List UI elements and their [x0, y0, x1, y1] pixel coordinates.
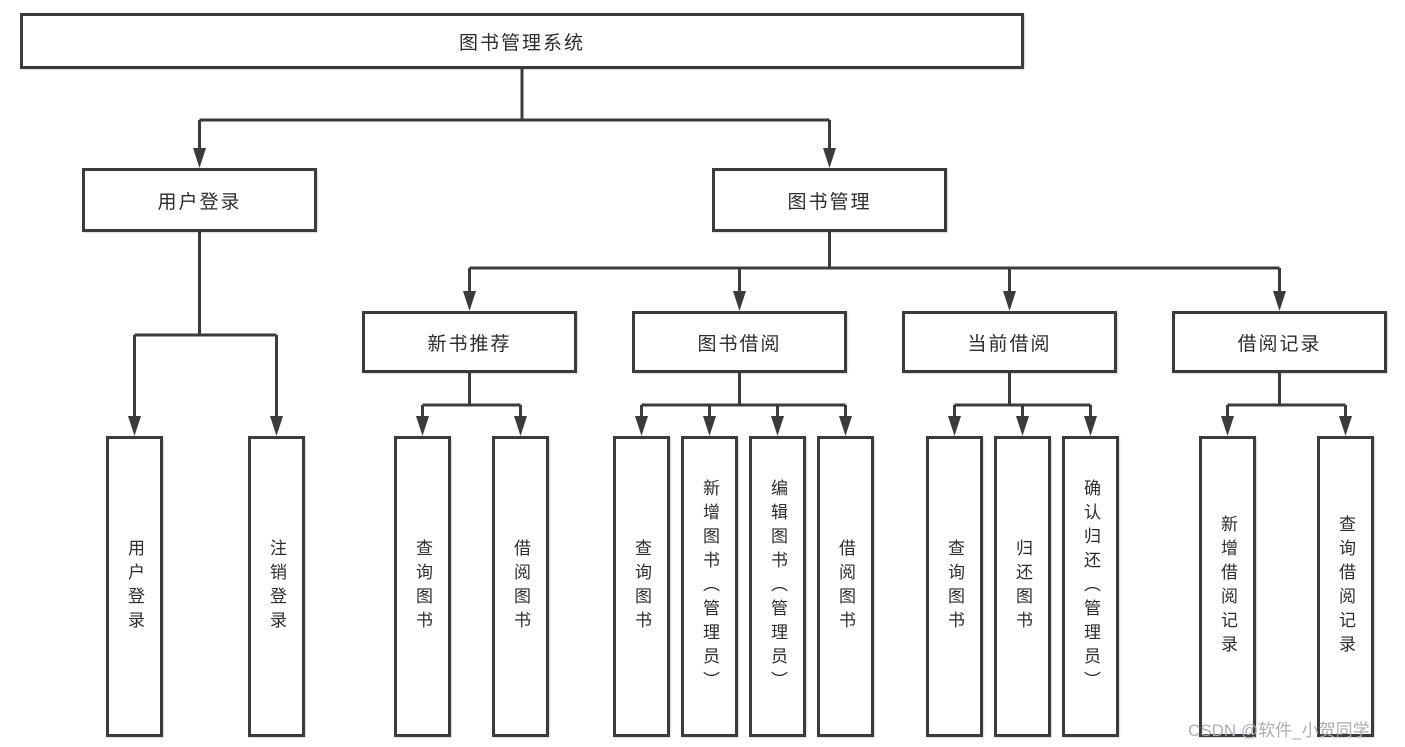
node-user-login-label: 用户登录 — [157, 191, 242, 213]
node-book-borrow: 图书借阅 — [632, 311, 847, 373]
watermark: CSDN @软件_小贺同学 — [1188, 721, 1370, 740]
leaf-query-book-recommend: 查询图书 — [394, 436, 451, 737]
leaf-return-book: 归还图书 — [994, 436, 1051, 737]
leaf-logout-label: 注销登录 — [267, 538, 286, 635]
leaf-query-book-borrow-label: 查询图书 — [632, 538, 651, 635]
leaf-return-book-label: 归还图书 — [1013, 538, 1032, 635]
leaf-user-login: 用户登录 — [106, 436, 163, 737]
node-root: 图书管理系统 — [20, 13, 1024, 69]
node-new-book-recommend-label: 新书推荐 — [427, 333, 512, 355]
leaf-query-book-current-label: 查询图书 — [945, 538, 964, 635]
leaf-borrow-book: 借阅图书 — [817, 436, 874, 737]
arrowheads — [128, 148, 1352, 436]
node-user-login: 用户登录 — [82, 168, 317, 232]
node-book-management: 图书管理 — [712, 168, 947, 232]
leaf-confirm-return-admin: 确认归还（管理员） — [1062, 436, 1119, 737]
leaf-add-book-admin: 新增图书（管理员） — [681, 436, 738, 737]
leaf-query-borrow-record-label: 查询借阅记录 — [1336, 514, 1355, 659]
node-borrow-records: 借阅记录 — [1172, 311, 1387, 373]
node-current-borrow-label: 当前借阅 — [967, 333, 1052, 355]
leaf-query-borrow-record: 查询借阅记录 — [1317, 436, 1374, 737]
leaf-borrow-book-label: 借阅图书 — [836, 538, 855, 635]
leaf-query-book-current: 查询图书 — [926, 436, 983, 737]
leaf-borrow-book-recommend-label: 借阅图书 — [511, 538, 530, 635]
node-book-management-label: 图书管理 — [787, 191, 872, 213]
node-new-book-recommend: 新书推荐 — [362, 311, 577, 373]
node-root-label: 图书管理系统 — [458, 32, 585, 54]
node-current-borrow: 当前借阅 — [902, 311, 1117, 373]
leaf-add-borrow-record-label: 新增借阅记录 — [1218, 514, 1237, 659]
leaf-query-book-recommend-label: 查询图书 — [413, 538, 432, 635]
node-book-borrow-label: 图书借阅 — [697, 333, 782, 355]
leaf-edit-book-admin: 编辑图书（管理员） — [749, 436, 806, 737]
node-borrow-records-label: 借阅记录 — [1237, 333, 1322, 355]
leaf-user-login-label: 用户登录 — [125, 538, 144, 635]
leaf-query-book-borrow: 查询图书 — [613, 436, 670, 737]
leaf-add-book-admin-label: 新增图书（管理员） — [700, 478, 719, 695]
leaf-logout: 注销登录 — [248, 436, 305, 737]
leaf-borrow-book-recommend: 借阅图书 — [492, 436, 549, 737]
leaf-add-borrow-record: 新增借阅记录 — [1199, 436, 1256, 737]
leaf-confirm-return-admin-label: 确认归还（管理员） — [1081, 478, 1100, 695]
tree-lines — [133, 69, 1347, 418]
leaf-edit-book-admin-label: 编辑图书（管理员） — [768, 478, 787, 695]
